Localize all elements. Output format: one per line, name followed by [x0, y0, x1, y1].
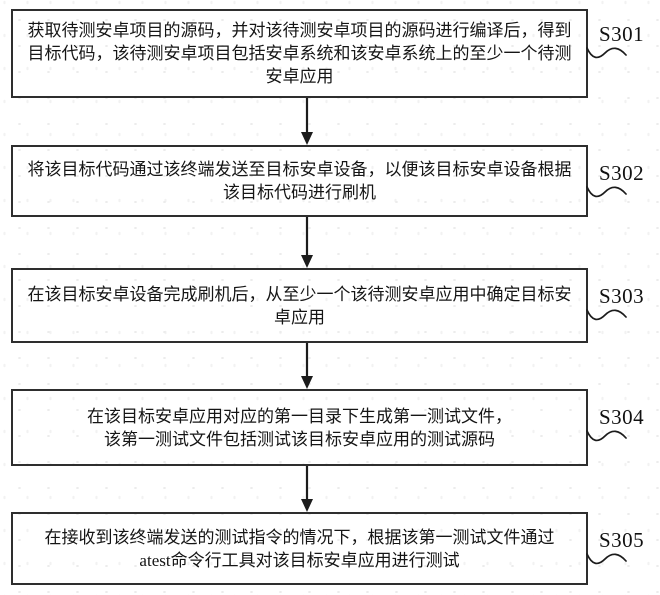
squiggle-connector-icon [586, 430, 627, 442]
step-label-s302: S302 [585, 161, 657, 203]
down-arrow-icon [301, 217, 313, 268]
step-id-s304: S304 [599, 405, 645, 429]
down-arrow-icon [301, 466, 313, 512]
squiggle-connector-icon [586, 47, 627, 59]
step-text-s302: 将该目标代码通过该终端发送至目标安卓设备，以便该目标安卓设备根据 该目标代码进行… [27, 160, 572, 202]
squiggle-connector-icon [586, 309, 627, 321]
step-box-s305: 在接收到该终端发送的测试指令的情况下，根据该第一测试文件通过 atest命令行工… [11, 512, 588, 585]
step-id-s301: S301 [599, 22, 645, 46]
step-label-s303: S303 [585, 284, 657, 326]
step-box-s303: 在该目标安卓设备完成刷机后，从至少一个该待测安卓应用中确定目标安 卓应用 [11, 268, 588, 343]
step-label-s305: S305 [585, 528, 657, 570]
step-label-s304: S304 [585, 405, 657, 447]
step-box-s304: 在该目标安卓应用对应的第一目录下生成第一测试文件， 该第一测试文件包括测试该目标… [11, 389, 588, 466]
step-box-s301: 获取待测安卓项目的源码，并对该待测安卓项目的源码进行编译后，得到 目标代码，该待… [11, 9, 588, 98]
down-arrow-icon [301, 343, 313, 389]
step-text-s304: 在该目标安卓应用对应的第一目录下生成第一测试文件， 该第一测试文件包括测试该目标… [87, 406, 512, 449]
step-label-s301: S301 [585, 22, 657, 64]
down-arrow-icon [301, 98, 313, 145]
step-text-s303: 在该目标安卓设备完成刷机后，从至少一个该待测安卓应用中确定目标安 卓应用 [27, 284, 572, 327]
step-id-s302: S302 [599, 161, 645, 185]
step-id-s305: S305 [599, 528, 645, 552]
step-text-s305: 在接收到该终端发送的测试指令的情况下，根据该第一测试文件通过 atest命令行工… [44, 527, 555, 570]
squiggle-connector-icon [586, 553, 627, 565]
step-text-s301: 获取待测安卓项目的源码，并对该待测安卓项目的源码进行编译后，得到 目标代码，该待… [27, 21, 572, 86]
step-id-s303: S303 [599, 284, 645, 308]
squiggle-connector-icon [586, 186, 627, 198]
step-box-s302: 将该目标代码通过该终端发送至目标安卓设备，以便该目标安卓设备根据 该目标代码进行… [11, 145, 588, 217]
